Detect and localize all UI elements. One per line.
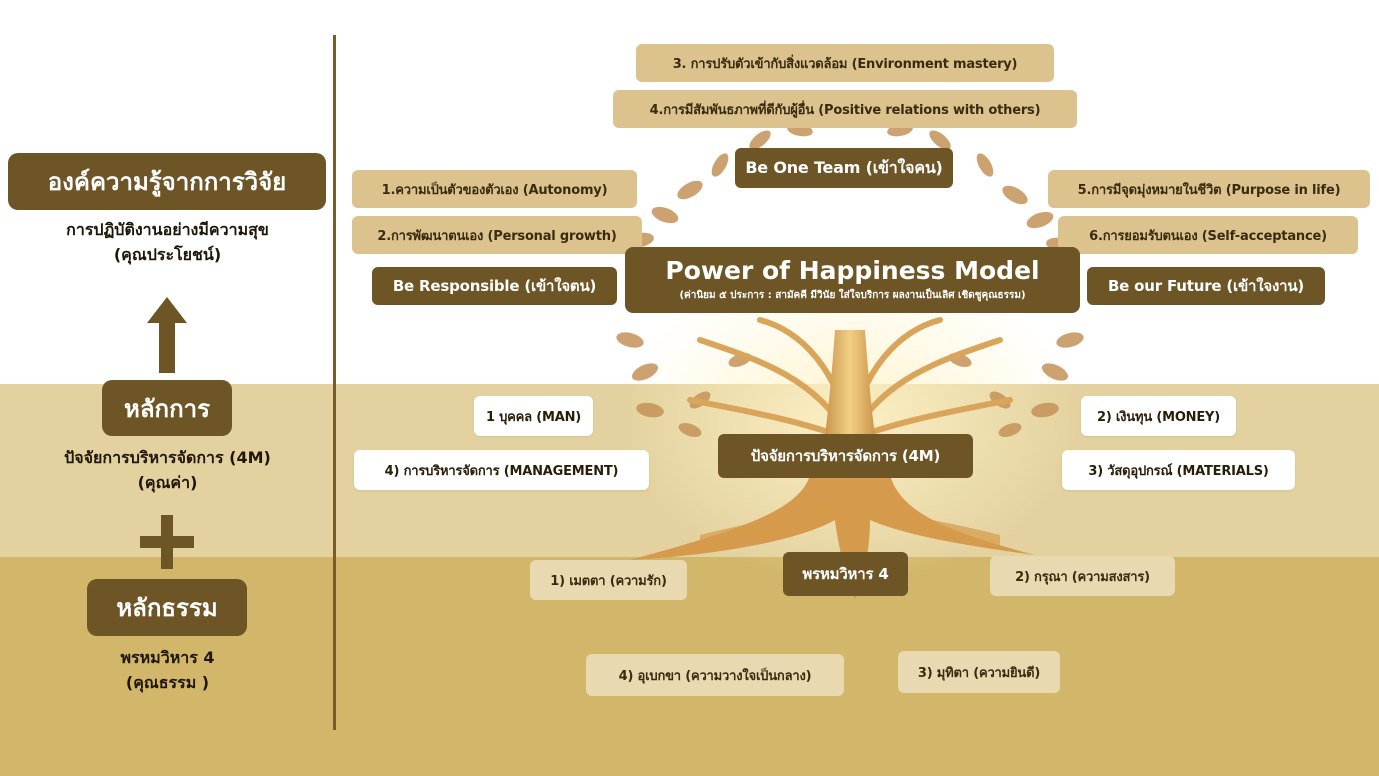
- principle-text: ปัจจัยการบริหารจัดการ (4M) (คุณค่า): [15, 446, 320, 496]
- factors-4m-center: ปัจจัยการบริหารจัดการ (4M): [718, 434, 973, 478]
- model-title: Power of Happiness Model: [665, 255, 1040, 285]
- plus-icon-vertical: [161, 515, 173, 569]
- factor-money: 2) เงินทุน (MONEY): [1081, 396, 1236, 436]
- research-knowledge-title: องค์ความรู้จากการวิจัย: [8, 153, 326, 210]
- factor-man: 1 บุคคล (MAN): [474, 396, 593, 436]
- wellbeing-personal-growth: 2.การพัฒนาตนเอง (Personal growth): [352, 216, 642, 254]
- power-of-happiness-model: Power of Happiness Model (ค่านิยม ๕ ประก…: [625, 247, 1080, 313]
- wellbeing-purpose-in-life: 5.การมีจุดมุ่งหมายในชีวิต (Purpose in li…: [1048, 170, 1370, 208]
- arrow-up-icon: [147, 297, 187, 373]
- wellbeing-environment-mastery: 3. การปรับตัวเข้ากับสิ่งแวดล้อม (Environ…: [636, 44, 1054, 82]
- tree-roots: [630, 475, 1035, 600]
- brahmavihara-center: พรหมวิหาร 4: [783, 552, 908, 596]
- factor-materials: 3) วัสดุอุปกรณ์ (MATERIALS): [1062, 450, 1295, 490]
- brahmavihara-upekkha: 4) อุเบกขา (ความวางใจเป็นกลาง): [586, 654, 844, 696]
- model-subtitle: (ค่านิยม ๕ ประการ : สามัคคี มีวินัย ใส่ใ…: [679, 290, 1026, 302]
- value-be-one-team: Be One Team (เข้าใจคน): [735, 148, 953, 188]
- benefit-line-2: (คุณประโยชน์): [113, 244, 222, 264]
- dhamma-label: หลักธรรม: [87, 579, 247, 636]
- brahmavihara-karuna: 2) กรุณา (ความสงสาร): [990, 556, 1175, 596]
- wellbeing-autonomy: 1.ความเป็นตัวของตัวเอง (Autonomy): [352, 170, 637, 208]
- principle-line-1: ปัจจัยการบริหารจัดการ (4M): [64, 448, 271, 467]
- value-be-responsible: Be Responsible (เข้าใจตน): [372, 267, 617, 305]
- brahmavihara-mudita: 3) มุทิตา (ความยินดี): [898, 651, 1060, 693]
- benefit-line-1: การปฏิบัติงานอย่างมีความสุข: [66, 220, 269, 239]
- vertical-divider: [333, 35, 336, 730]
- factor-management: 4) การบริหารจัดการ (MANAGEMENT): [354, 450, 649, 490]
- wellbeing-self-acceptance: 6.การยอมรับตนเอง (Self-acceptance): [1058, 216, 1358, 254]
- principle-line-2: (คุณค่า): [137, 472, 198, 492]
- dhamma-text: พรหมวิหาร 4 (คุณธรรม ): [15, 646, 320, 696]
- principle-label: หลักการ: [102, 380, 232, 436]
- dhamma-line-2: (คุณธรรม ): [125, 672, 210, 692]
- brahmavihara-metta: 1) เมตตา (ความรัก): [530, 560, 687, 600]
- value-be-our-future: Be our Future (เข้าใจงาน): [1087, 267, 1325, 305]
- wellbeing-positive-relations: 4.การมีสัมพันธภาพที่ดีกับผู้อื่น (Positi…: [613, 90, 1077, 128]
- benefit-text: การปฏิบัติงานอย่างมีความสุข (คุณประโยชน์…: [15, 218, 320, 268]
- dhamma-line-1: พรหมวิหาร 4: [120, 648, 215, 667]
